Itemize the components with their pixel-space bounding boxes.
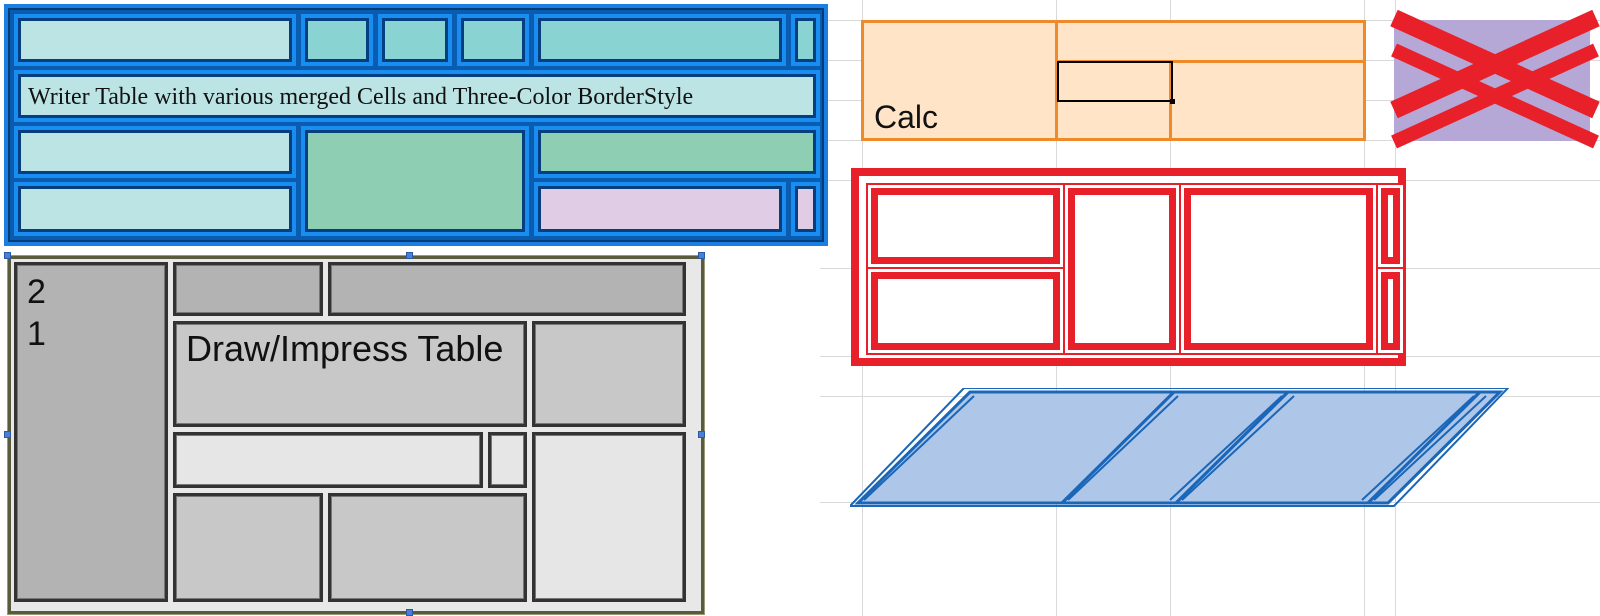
draw-cell[interactable]	[173, 262, 323, 316]
resize-handle[interactable]	[4, 431, 11, 438]
writer-cell[interactable]	[791, 14, 820, 66]
draw-cell[interactable]	[488, 432, 527, 488]
writer-cell[interactable]	[14, 14, 296, 66]
writer-cell[interactable]	[791, 182, 820, 236]
red-cell[interactable]	[1381, 272, 1400, 350]
writer-cell[interactable]	[301, 14, 373, 66]
red-cell[interactable]	[871, 188, 1060, 264]
calc-merged-cell[interactable]	[1169, 60, 1366, 141]
draw-impress-table[interactable]: 2 1 Draw/Impress Table	[7, 255, 705, 615]
writer-cell[interactable]	[457, 14, 529, 66]
writer-merged-cell[interactable]: Writer Table with various merged Cells a…	[14, 70, 820, 122]
draw-merged-cell[interactable]	[532, 432, 686, 602]
writer-table-label: Writer Table with various merged Cells a…	[28, 84, 694, 110]
writer-merged-cell[interactable]	[301, 126, 529, 236]
cell-cursor[interactable]	[1057, 61, 1173, 102]
red-cell[interactable]	[871, 272, 1060, 350]
red-cell[interactable]	[1381, 188, 1400, 264]
writer-cell[interactable]	[534, 126, 820, 178]
writer-cell[interactable]	[14, 126, 296, 178]
red-merged-cell[interactable]	[1068, 188, 1176, 350]
resize-handle[interactable]	[406, 609, 413, 616]
draw-cell[interactable]	[173, 432, 483, 488]
writer-cell[interactable]	[534, 14, 786, 66]
draw-table-label: Draw/Impress Table	[186, 328, 504, 369]
draw-number-2: 2	[27, 273, 46, 311]
skewed-table[interactable]	[850, 388, 1520, 508]
draw-merged-cell[interactable]: Draw/Impress Table	[173, 321, 527, 427]
calc-merged-cell[interactable]	[1055, 20, 1366, 63]
writer-cell[interactable]	[378, 14, 452, 66]
resize-handle[interactable]	[406, 252, 413, 259]
draw-number-1: 1	[27, 315, 46, 353]
calc-label: Calc	[874, 99, 939, 135]
draw-merged-cell[interactable]: 2 1	[14, 262, 168, 602]
writer-cell[interactable]	[534, 182, 786, 236]
writer-cell[interactable]	[14, 182, 296, 236]
red-x-icon	[1390, 10, 1600, 149]
draw-cell[interactable]	[173, 493, 323, 602]
red-merged-cell[interactable]	[1184, 188, 1373, 350]
draw-cell[interactable]	[328, 493, 527, 602]
resize-handle[interactable]	[4, 252, 11, 259]
resize-handle[interactable]	[698, 431, 705, 438]
calc-merged-cell[interactable]: Calc	[861, 20, 1058, 141]
red-border-table[interactable]	[851, 168, 1406, 366]
fill-handle[interactable]	[1170, 99, 1175, 104]
writer-table[interactable]: Writer Table with various merged Cells a…	[4, 4, 828, 246]
resize-handle[interactable]	[698, 252, 705, 259]
draw-cell[interactable]	[532, 321, 686, 427]
draw-cell[interactable]	[328, 262, 686, 316]
